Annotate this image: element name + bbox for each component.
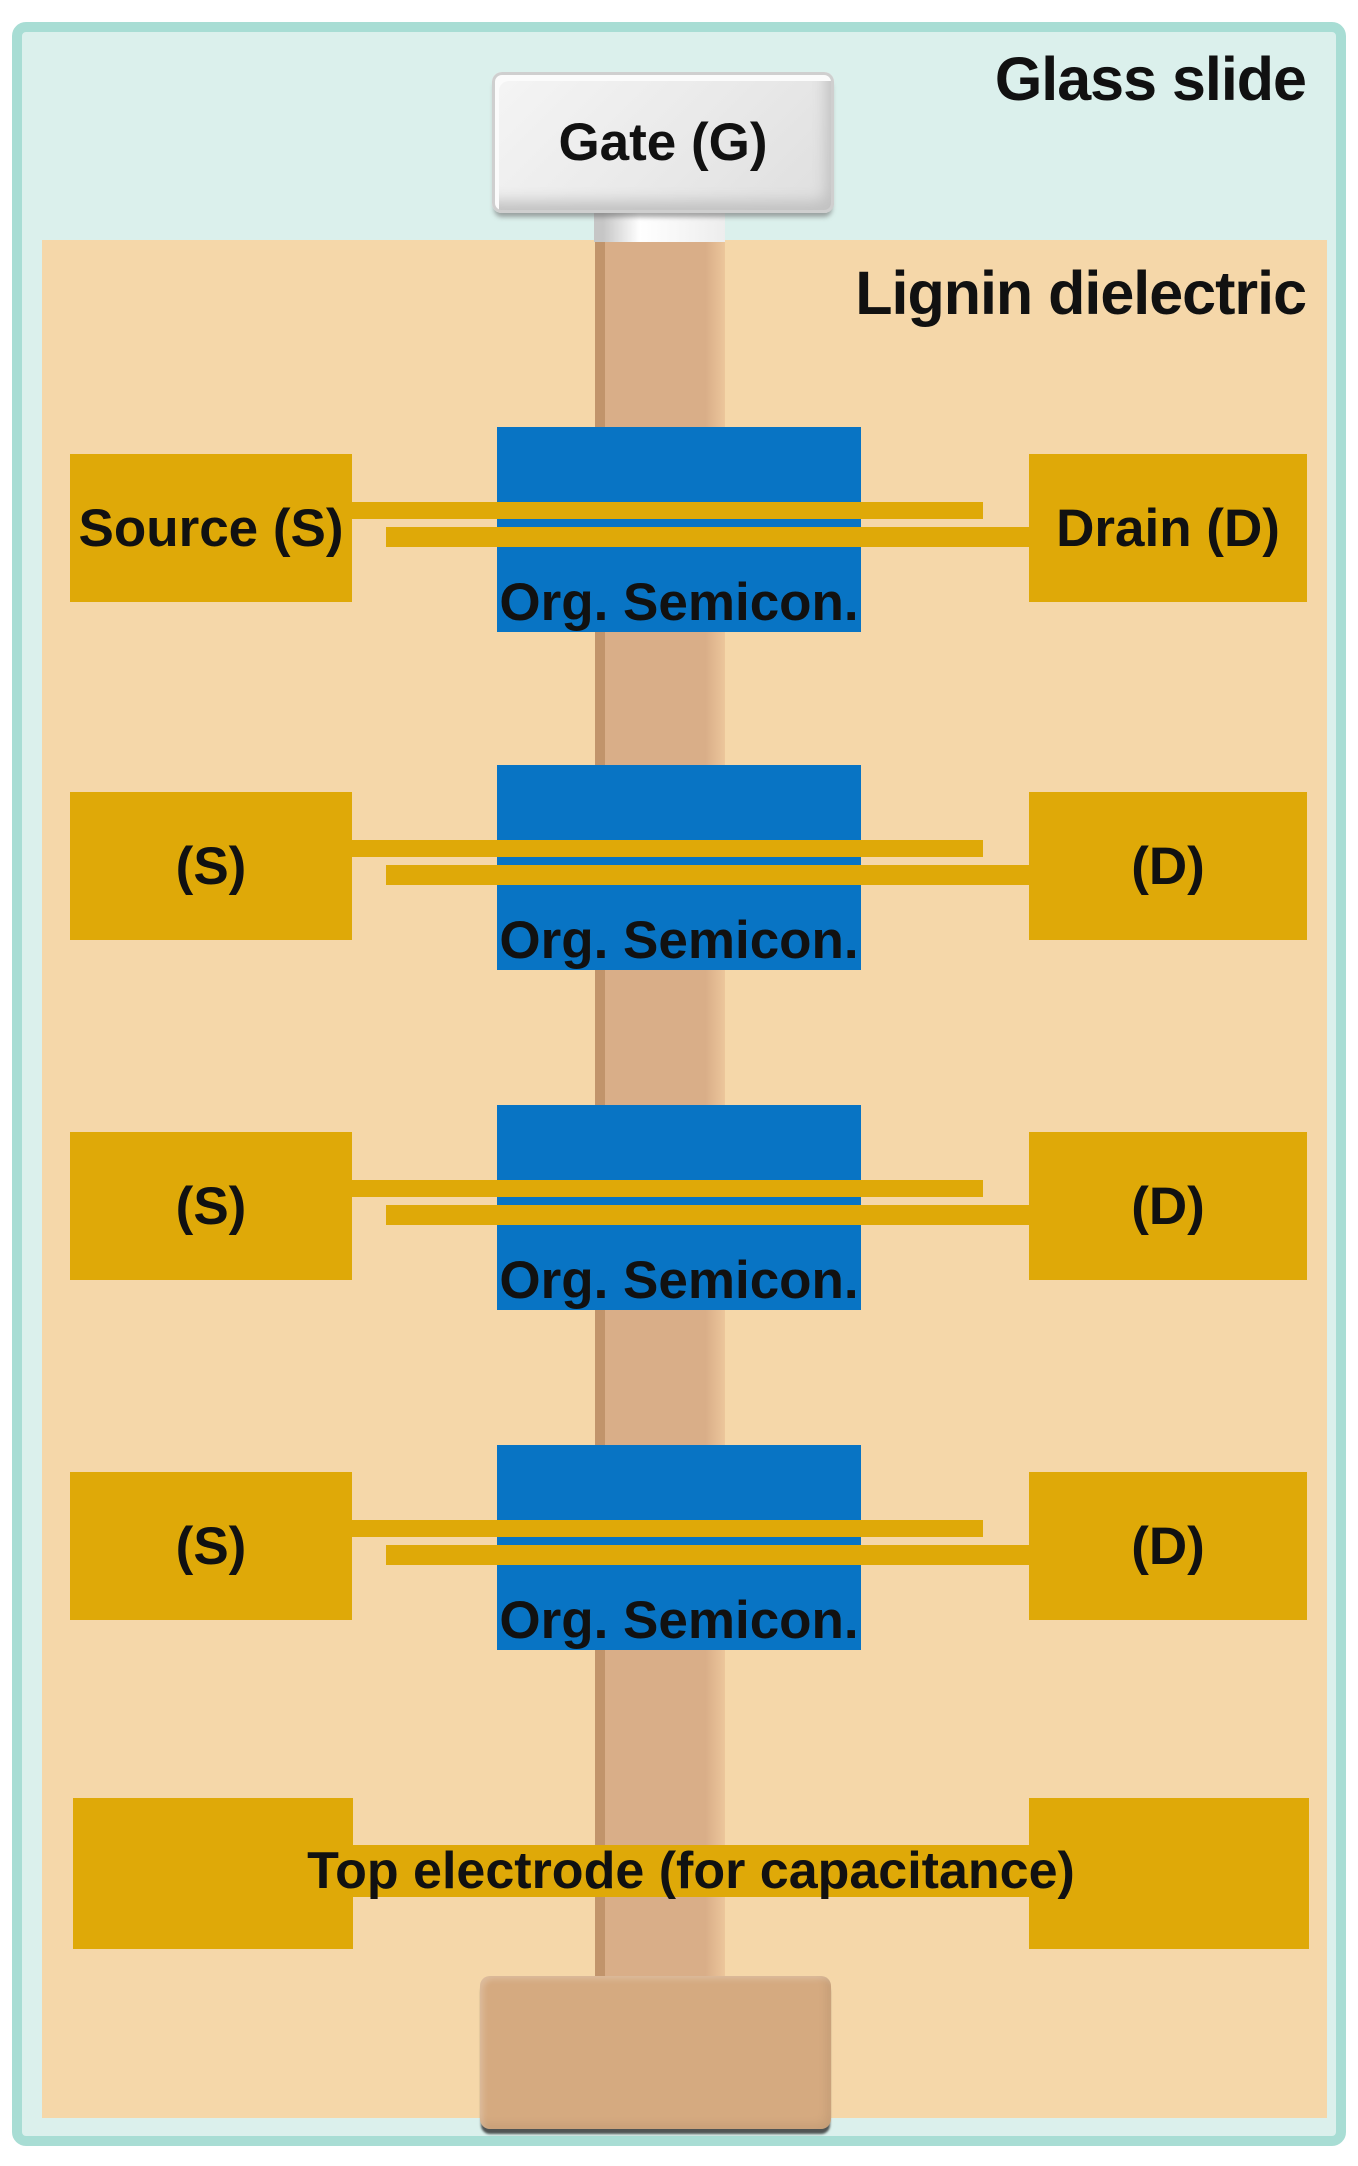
gate-electrode: Gate (G) [492,72,834,213]
source-label: (S) [175,1516,247,1576]
source-pad: Source (S) [70,454,352,602]
drain-finger [386,1545,1029,1565]
source-finger [352,1180,983,1197]
gate-label: Gate (G) [558,113,768,172]
drain-label: (D) [1131,1176,1205,1236]
source-label: (S) [175,1176,247,1236]
source-finger [352,840,983,857]
source-label: (S) [175,836,247,896]
drain-label: (D) [1131,836,1205,896]
organic-semiconductor-label: Org. Semicon. [499,573,859,632]
drain-finger [386,865,1029,885]
drain-pad: (D) [1029,792,1307,940]
glass-slide-label: Glass slide [994,45,1307,113]
drain-finger [386,527,1029,547]
source-pad: (S) [70,792,352,940]
gate-contact-pad [480,1976,831,2129]
source-finger [352,1520,983,1537]
source-pad: (S) [70,1132,352,1280]
drain-finger [386,1205,1029,1225]
gate-stem [594,208,725,242]
organic-semiconductor-label: Org. Semicon. [499,1591,859,1650]
source-finger [352,502,983,519]
source-pad: (S) [70,1472,352,1620]
top-electrode-pad-left [73,1798,353,1949]
drain-pad: (D) [1029,1472,1307,1620]
top-electrode-bar: Top electrode (for capacitance) [307,1842,1075,1900]
organic-semiconductor-label: Org. Semicon. [499,1251,859,1310]
drain-pad: (D) [1029,1132,1307,1280]
top-electrode-pad-right [1029,1798,1309,1949]
drain-pad: Drain (D) [1029,454,1307,602]
drain-label: Drain (D) [1056,498,1280,558]
source-label: Source (S) [78,498,344,558]
lignin-dielectric-label: Lignin dielectric [855,259,1307,327]
top-electrode-label: Top electrode (for capacitance) [307,1842,1075,1900]
drain-label: (D) [1131,1516,1205,1576]
organic-semiconductor-label: Org. Semicon. [499,911,859,970]
